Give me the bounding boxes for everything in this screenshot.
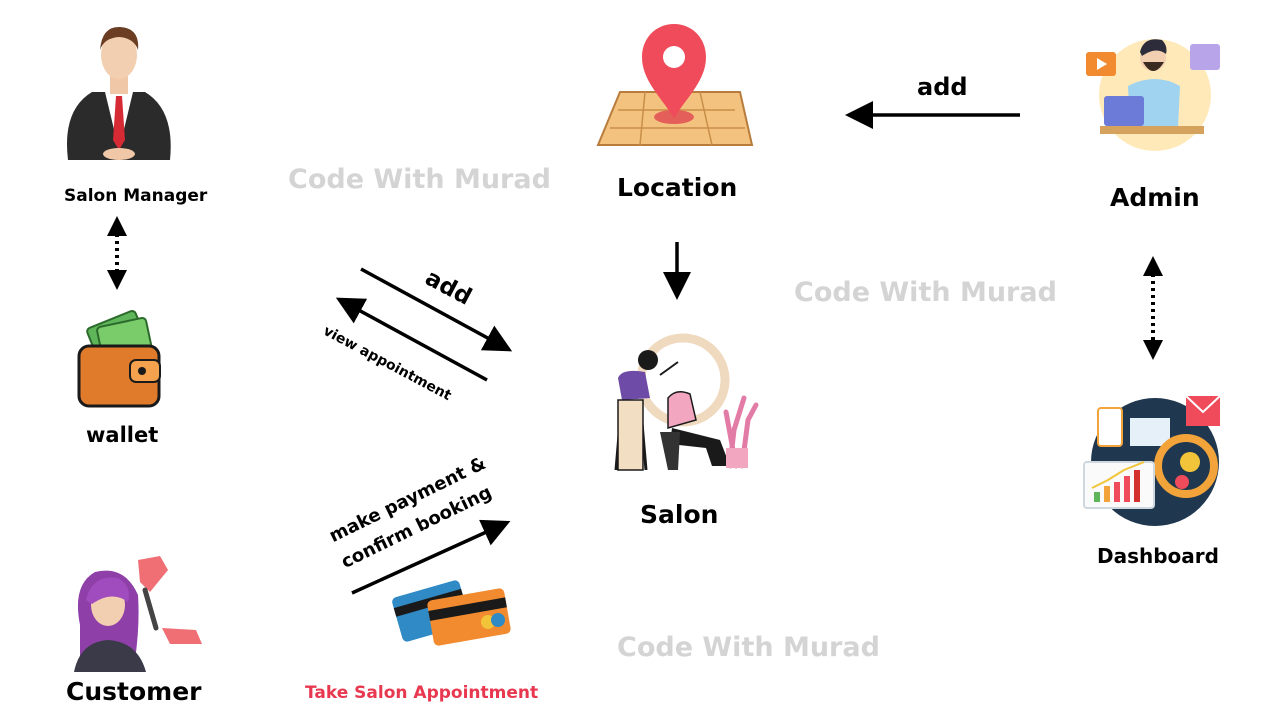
dashboard-label: Dashboard — [1097, 544, 1219, 568]
watermark-text: Code With Murad — [794, 277, 1057, 308]
arrow-customer-to-salon — [351, 519, 511, 595]
salon-manager-label: Salon Manager — [64, 186, 208, 206]
take-salon-appointment-caption: Take Salon Appointment — [305, 683, 539, 703]
businessman-icon — [67, 26, 171, 160]
watermark-text: Code With Murad — [288, 164, 551, 195]
dashboard-analytics-icon — [1083, 395, 1221, 526]
admin-at-laptop-icon — [1086, 39, 1220, 151]
edge-label-admin-add: add — [917, 73, 968, 101]
customer-label: Customer — [66, 677, 202, 706]
map-pin-icon — [596, 24, 754, 146]
credit-cards-icon — [392, 580, 511, 646]
arrow-manager-to-salon — [360, 267, 513, 352]
wallet-icon — [77, 309, 161, 408]
salon-label: Salon — [640, 500, 719, 529]
wallet-label: wallet — [86, 423, 159, 447]
hairdresser-icon — [614, 333, 759, 471]
customer-woman-icon — [74, 556, 202, 672]
watermark-text: Code With Murad — [617, 632, 880, 663]
admin-label: Admin — [1110, 183, 1200, 212]
arrow-salon-to-manager — [335, 297, 488, 382]
location-label: Location — [617, 173, 738, 202]
